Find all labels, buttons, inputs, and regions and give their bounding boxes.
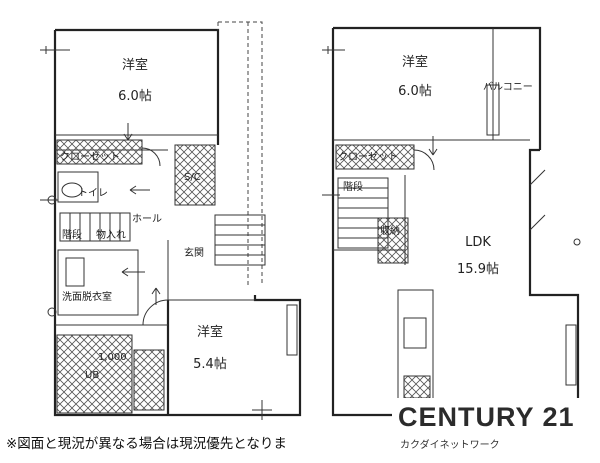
stairs-label: 階段 xyxy=(343,180,363,193)
storage-label: 収納 xyxy=(380,224,400,237)
window-mark-icon xyxy=(40,46,70,54)
arrow-down-icon xyxy=(428,136,438,156)
arrow-down-icon xyxy=(123,123,133,141)
sic-label: S/C xyxy=(184,172,201,183)
toilet-icon xyxy=(61,182,83,198)
floor1-toilet xyxy=(57,171,99,203)
room-area: 15.9帖 xyxy=(457,262,499,277)
door-icon xyxy=(141,147,161,167)
arrow-left-icon xyxy=(129,185,150,195)
brand-name: CENTURY 21 xyxy=(398,402,575,432)
floor1-washroom xyxy=(57,249,139,316)
floor1-porch-outline xyxy=(217,21,263,285)
floor2-storage xyxy=(377,217,409,264)
room-area: 6.0帖 xyxy=(118,89,152,104)
brand-logo: CENTURY 21 カクダイネットワーク xyxy=(392,398,594,458)
floor1-storage-hatch xyxy=(133,349,165,411)
floor1-sic xyxy=(174,144,216,206)
door-icon xyxy=(413,149,435,171)
floor2-window xyxy=(565,324,577,386)
brand-subtitle: カクダイネットワーク xyxy=(400,440,500,451)
floor1-bath xyxy=(56,334,133,414)
arrow-up-icon xyxy=(151,287,161,305)
room-name: 洋室 xyxy=(122,57,148,73)
room-area: 5.4帖 xyxy=(193,357,227,372)
sink-icon xyxy=(65,257,85,287)
hall-label: ホール xyxy=(132,213,162,225)
floor1-plan: 洋室 6.0帖 洋室 5.4帖 S/C ホール 玄関 階段 物入れ 洗面脱衣室 … xyxy=(40,21,302,420)
arrow-left-icon xyxy=(121,267,145,277)
closet-label: クローゼット xyxy=(60,151,120,163)
floor1-closet xyxy=(56,139,143,165)
floor1-stairs xyxy=(59,212,131,242)
vent-icon xyxy=(573,238,581,246)
vent-icon xyxy=(47,195,57,205)
floor2-window xyxy=(486,84,500,136)
room-name: 洋室 xyxy=(197,324,223,340)
room-name: 洋室 xyxy=(402,54,428,70)
stairs-label: 階段 xyxy=(62,228,82,241)
window-mark-icon xyxy=(322,46,345,54)
floor2-plan: 洋室 6.0帖 LDK 15.9帖 バルコニー 階段 収納 クローゼット xyxy=(322,26,581,417)
floor1-entrance-steps xyxy=(214,214,266,266)
bath-size-label: 1,000 xyxy=(98,352,127,363)
disclaimer-note: ※図面と現況が異なる場合は現況優先となりま xyxy=(6,436,287,452)
floor2-closet xyxy=(335,144,415,170)
window-mark-icon xyxy=(252,400,272,420)
vent-icon xyxy=(47,307,57,317)
kitchen-sink-icon xyxy=(403,317,427,349)
floor2-outer-wall xyxy=(331,26,580,417)
balcony-label: バルコニー xyxy=(483,81,533,93)
floor1-window xyxy=(286,304,298,356)
stove-icon xyxy=(403,375,431,399)
entrance-label: 玄関 xyxy=(184,246,204,259)
washroom-label: 洗面脱衣室 xyxy=(62,290,112,303)
floor2-window-bay xyxy=(529,169,546,231)
room-name: LDK xyxy=(465,235,491,250)
door-icon xyxy=(142,299,169,326)
toilet-label: トイレ xyxy=(78,188,108,199)
closet-label: クローゼット xyxy=(338,151,398,163)
room-area: 6.0帖 xyxy=(398,84,432,99)
bath-label: UB xyxy=(85,370,99,381)
storage-label: 物入れ xyxy=(96,228,126,241)
